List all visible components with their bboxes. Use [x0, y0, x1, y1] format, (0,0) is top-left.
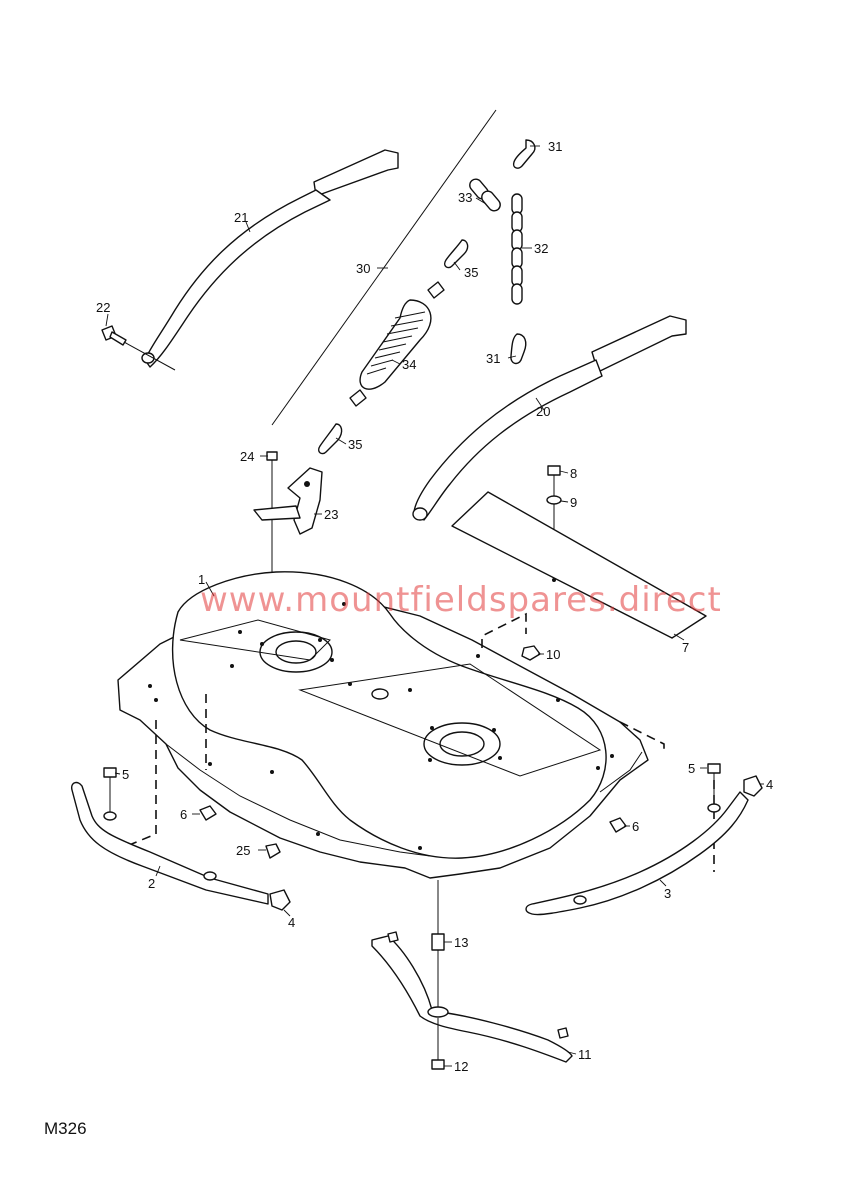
part-3-skid-bar-right[interactable]	[525, 791, 749, 916]
callout-33: 33	[458, 190, 472, 205]
callout-25: 25	[236, 843, 250, 858]
callout-2: 2	[148, 876, 155, 891]
part-1-cutter-deck[interactable]	[117, 571, 649, 879]
part-31-hook-top[interactable]	[512, 139, 536, 169]
callout-35-lower: 35	[348, 437, 362, 452]
callout-31-top: 31	[548, 139, 562, 154]
callout-34: 34	[402, 357, 416, 372]
part-23-bracket[interactable]	[253, 467, 323, 535]
part-34-spring[interactable]	[349, 281, 445, 407]
callout-20: 20	[536, 404, 550, 419]
callout-24: 24	[240, 449, 254, 464]
part-31-hook-bottom[interactable]	[510, 333, 527, 365]
callout-4-left: 4	[288, 915, 295, 930]
part-4-bung-left[interactable]	[269, 889, 291, 911]
callout-11: 11	[578, 1047, 592, 1062]
part-12-bolt[interactable]	[431, 1018, 445, 1070]
part-25-nut[interactable]	[265, 843, 281, 859]
part-21-lift-arm-left[interactable]	[141, 149, 399, 368]
part-30-assembly-bracket	[271, 109, 497, 426]
callout-5-left: 5	[122, 767, 129, 782]
callout-labels: 31 33 32 30 35 31 34 35 21 22 20 24 23 8…	[96, 139, 773, 1074]
callout-5-right: 5	[688, 761, 695, 776]
part-5-bolt-right[interactable]	[707, 763, 721, 805]
part-13-bolt[interactable]	[431, 880, 445, 1010]
callout-31-bottom: 31	[486, 351, 500, 366]
callout-6-left: 6	[180, 807, 187, 822]
callout-10: 10	[546, 647, 560, 662]
part-33-chain-links[interactable]	[467, 177, 502, 214]
callout-30: 30	[356, 261, 370, 276]
part-10-nut[interactable]	[521, 645, 541, 661]
part-2-skid-bar-left[interactable]	[70, 781, 269, 905]
part-5-bolt-left[interactable]	[103, 767, 117, 812]
callout-32: 32	[534, 241, 548, 256]
part-9-washer[interactable]	[546, 495, 562, 505]
part-35-clip-lower[interactable]	[317, 423, 343, 455]
callout-22: 22	[96, 300, 110, 315]
part-22-bolt[interactable]	[101, 325, 176, 371]
callout-8: 8	[570, 466, 577, 481]
callout-1: 1	[198, 572, 205, 587]
diagram-code: M326	[44, 1119, 87, 1138]
part-35-clip-upper[interactable]	[443, 239, 469, 269]
callout-13: 13	[454, 935, 468, 950]
part-32-chain[interactable]	[511, 193, 523, 305]
part-6-nut-left[interactable]	[199, 805, 217, 821]
part-20-lift-arm-right[interactable]	[412, 315, 687, 521]
callout-4-right: 4	[766, 777, 773, 792]
part-6-nut-right[interactable]	[609, 817, 627, 833]
callout-35-upper: 35	[464, 265, 478, 280]
part-7-deflector-plate[interactable]	[451, 491, 707, 639]
callout-21: 21	[234, 210, 248, 225]
callout-9: 9	[570, 495, 577, 510]
callout-7: 7	[682, 640, 689, 655]
callout-23: 23	[324, 507, 338, 522]
part-4-bung-right[interactable]	[743, 775, 763, 797]
callout-12: 12	[454, 1059, 468, 1074]
leader-lines	[105, 145, 764, 1067]
callout-3: 3	[664, 886, 671, 901]
watermark-text: www.mountfieldspares.direct	[200, 580, 722, 620]
callout-6-right: 6	[632, 819, 639, 834]
part-11-blade[interactable]	[371, 931, 573, 1063]
